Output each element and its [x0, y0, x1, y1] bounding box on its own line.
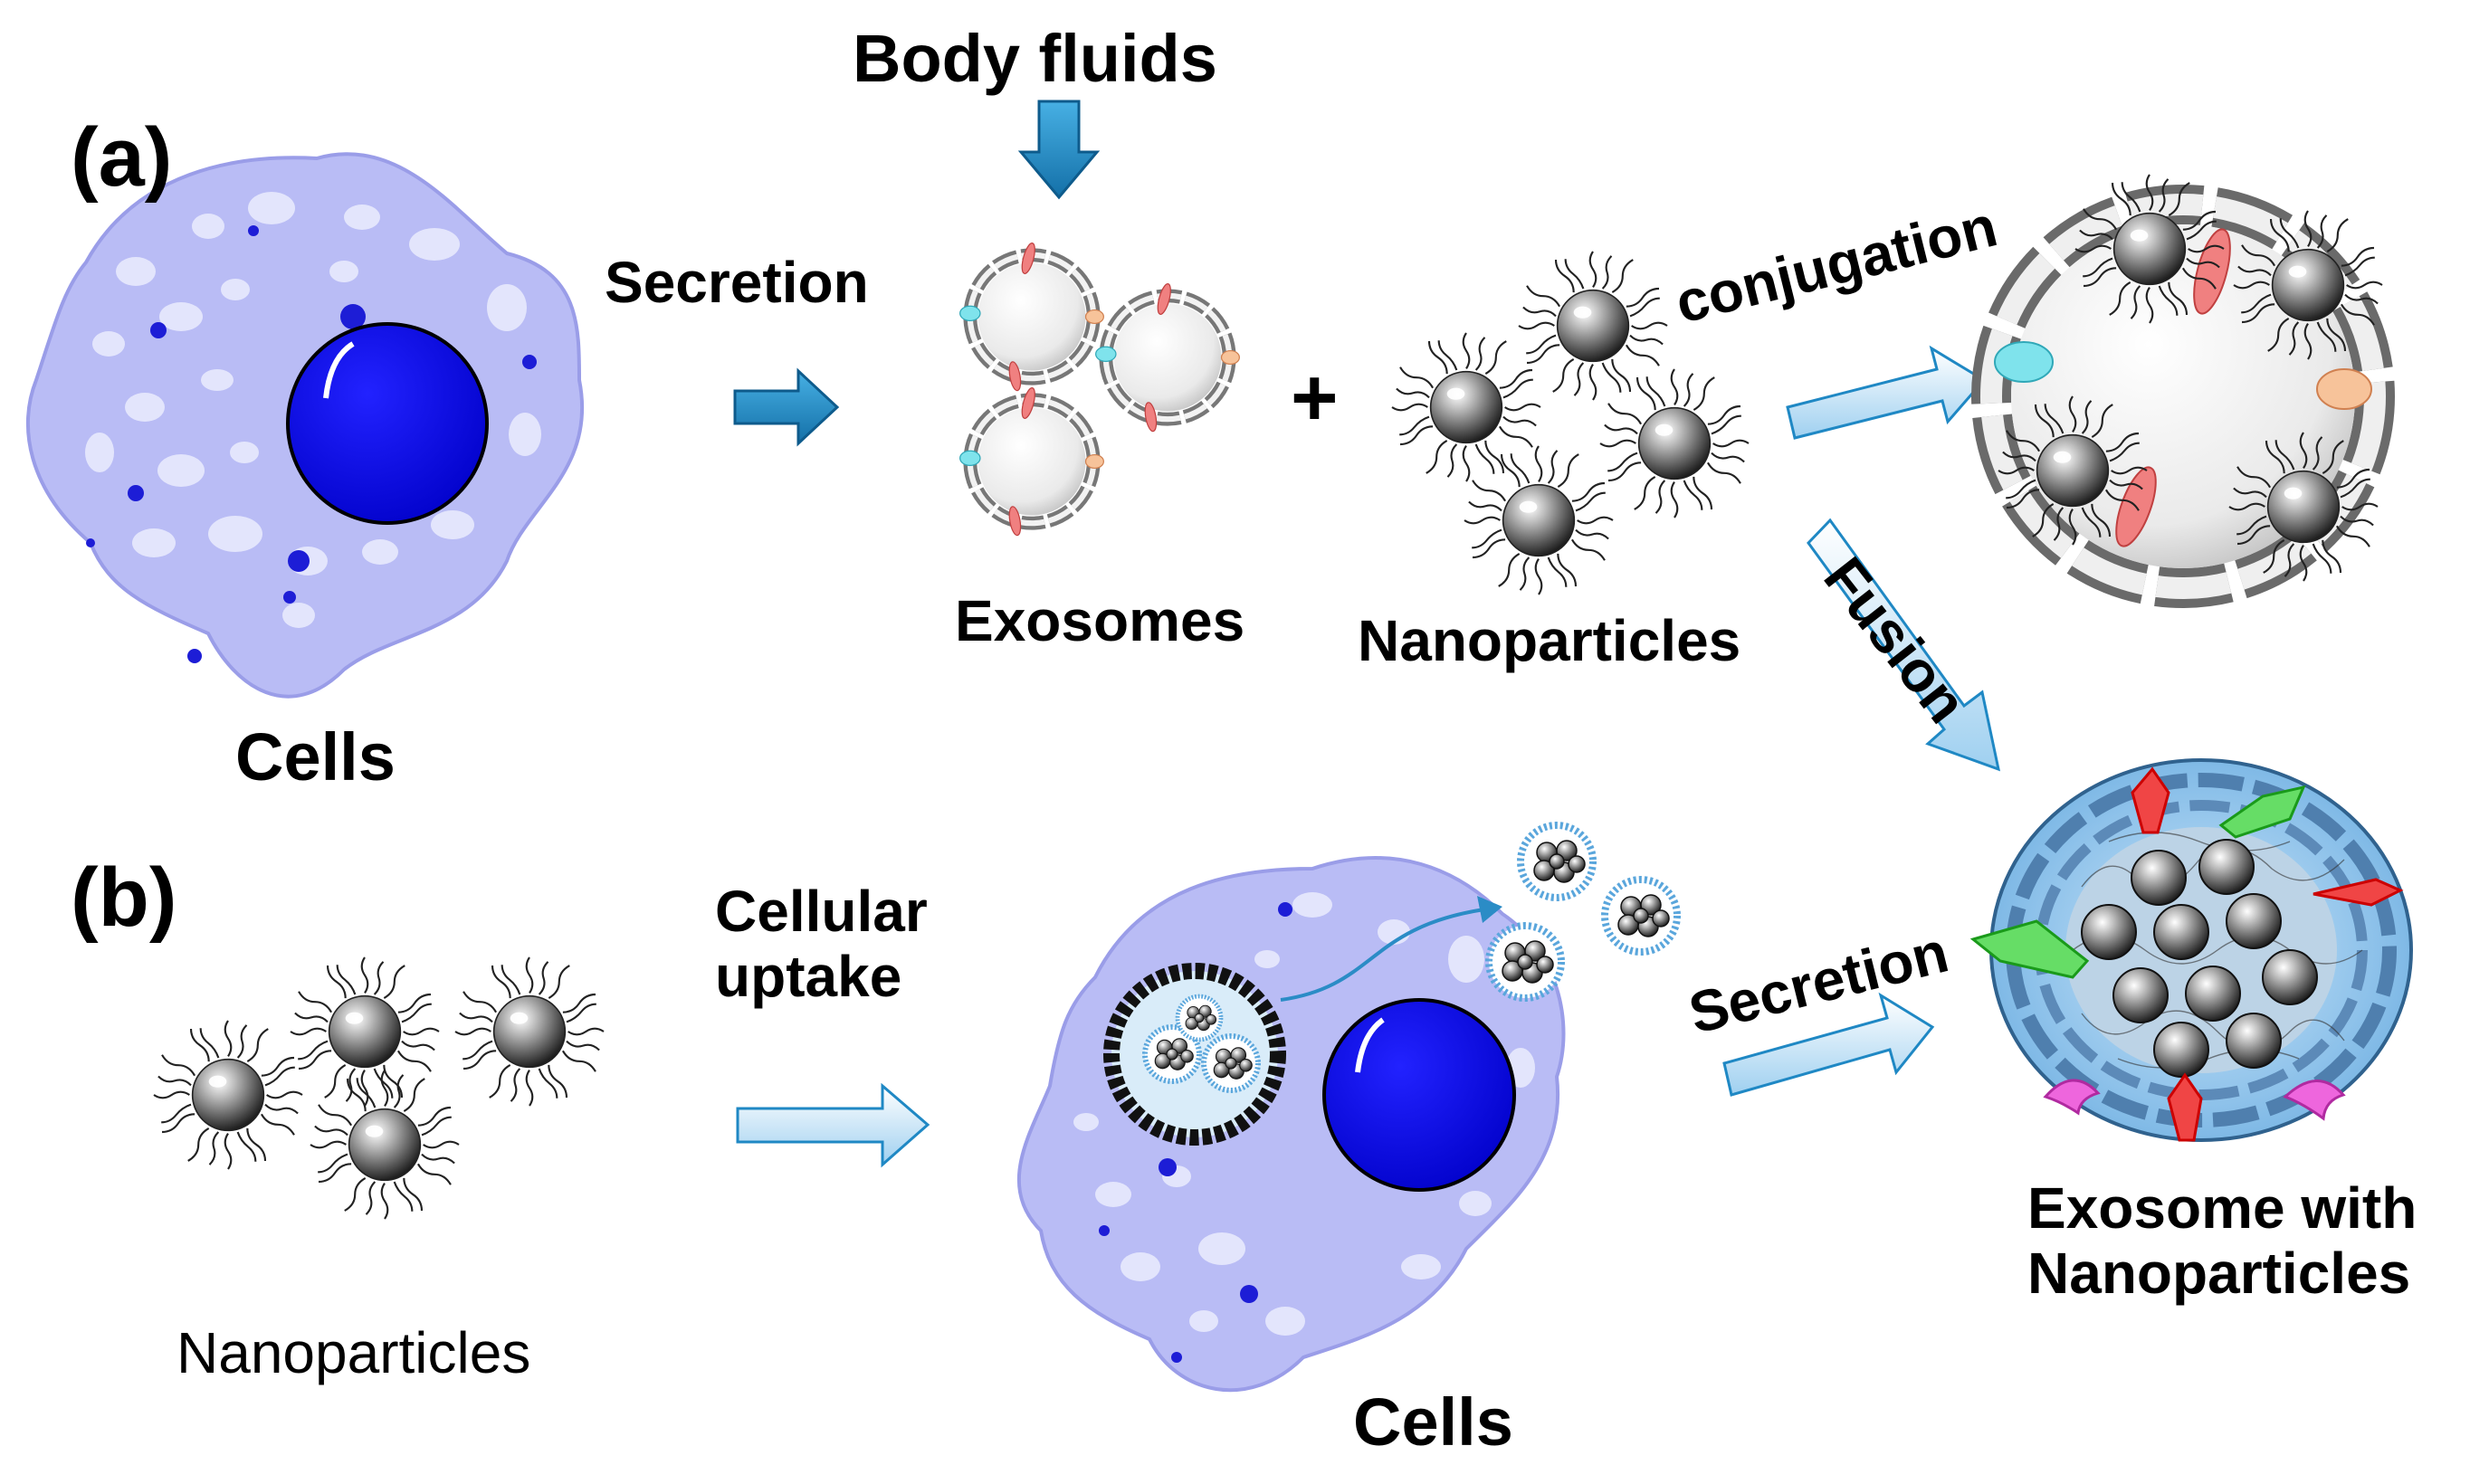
cellular-uptake-line2: uptake — [715, 943, 902, 1009]
panel-label-a: (a) — [71, 111, 173, 204]
membrane-protein — [1969, 919, 2090, 979]
nanoparticle — [1598, 367, 1750, 519]
conjugated-exosome — [1971, 173, 2395, 608]
fusion-arrow — [1807, 518, 2001, 772]
exosome-3 — [960, 386, 1104, 536]
secretion-label-a: Secretion — [605, 250, 869, 315]
body-fluids-arrow — [1017, 100, 1101, 200]
membrane-protein — [2043, 1079, 2101, 1116]
exosomes-label: Exosomes — [955, 588, 1245, 653]
exosome-2 — [1096, 282, 1240, 432]
exosome-np-line2: Nanoparticles — [2027, 1240, 2411, 1306]
panel-label-b: (b) — [71, 851, 177, 944]
cell-b — [1016, 856, 1566, 1393]
nucleus-a — [286, 322, 489, 525]
nanoparticle — [1463, 444, 1615, 596]
exosome-np-line1: Exosome with — [2027, 1175, 2417, 1241]
nanoparticles-label-a: Nanoparticles — [1358, 608, 1741, 673]
exosome-np-label: Exosome with Nanoparticles — [2027, 1175, 2417, 1306]
cell-a — [25, 152, 585, 699]
nanoparticle — [1517, 250, 1669, 402]
trafficking-arrow — [1280, 908, 1485, 1002]
secretion-arrow-a — [733, 367, 840, 447]
vesicle — [1489, 926, 1561, 998]
nanoparticle — [1390, 331, 1542, 483]
cells-label-a: Cells — [235, 719, 396, 794]
exosome-with-nanoparticles — [1969, 758, 2413, 1142]
conjugation-arrow — [1786, 345, 1987, 440]
secretion-arrow-b — [1722, 992, 1935, 1097]
nanoparticle — [289, 956, 441, 1108]
membrane-protein — [2131, 766, 2170, 834]
membrane-protein — [2167, 1072, 2203, 1142]
body-fluids-label: Body fluids — [853, 21, 1217, 96]
nanoparticles-b — [152, 956, 606, 1221]
nucleus-b — [1322, 998, 1516, 1192]
exosome-1 — [960, 242, 1104, 391]
membrane-protein — [2283, 1080, 2346, 1121]
nanoparticle — [453, 956, 606, 1108]
plus-sign: + — [1291, 353, 1339, 443]
membrane-protein — [2218, 785, 2306, 839]
cellular-uptake-line1: Cellular — [715, 879, 928, 944]
cellular-uptake-label: Cellular uptake — [715, 879, 928, 1009]
cells-label-b: Cells — [1353, 1384, 1513, 1460]
nanoparticle — [152, 1019, 304, 1171]
cellular-uptake-arrow — [736, 1082, 930, 1168]
exosome-group — [960, 242, 1240, 536]
vesicle — [1605, 880, 1677, 952]
vesicle — [1521, 825, 1593, 898]
membrane-protein — [2313, 878, 2404, 907]
endosome — [1103, 963, 1286, 1146]
nanoparticle — [309, 1069, 461, 1221]
released-vesicles — [1489, 825, 1677, 998]
nanoparticles-label-b: Nanoparticles — [176, 1320, 531, 1385]
